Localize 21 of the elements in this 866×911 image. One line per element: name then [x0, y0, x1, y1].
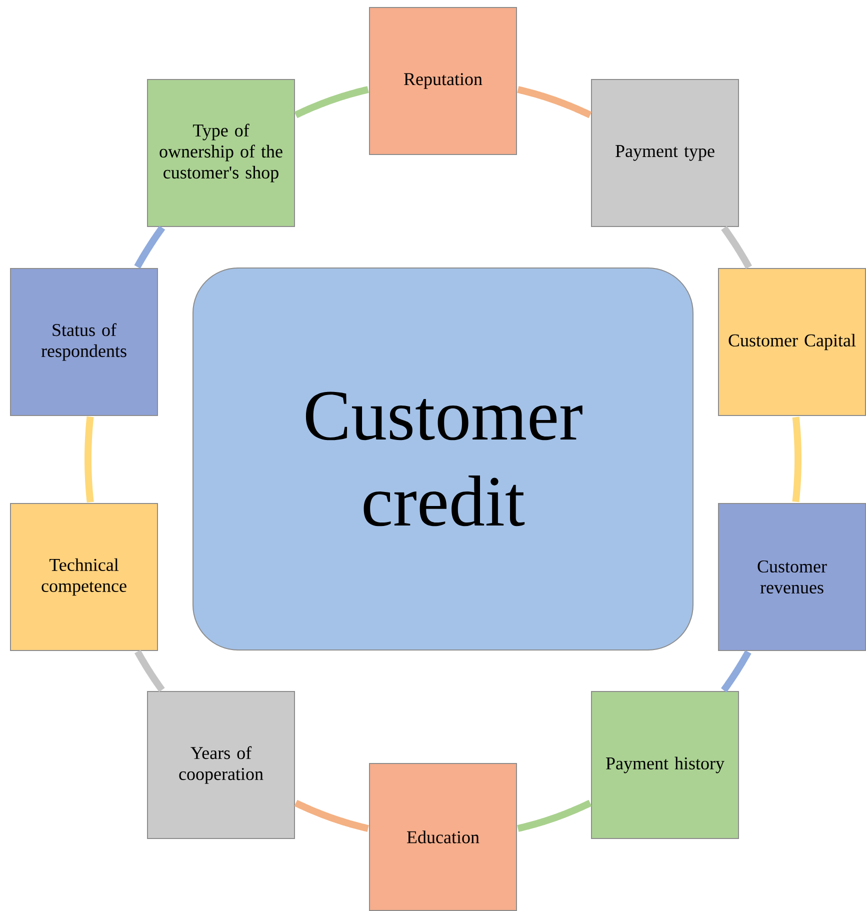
ring-arc: [294, 86, 370, 118]
factor-box: Customer Capital: [718, 268, 866, 416]
factor-box: Years of cooperation: [147, 691, 295, 839]
center-box: Customer credit: [192, 268, 694, 650]
ring-arc: [516, 800, 592, 832]
factor-box: Reputation: [369, 7, 517, 155]
ring-arc: [294, 800, 369, 832]
factor-box: Status of respondents: [10, 268, 158, 416]
factor-box: Technical competence: [10, 503, 158, 651]
ring-arc: [134, 224, 166, 269]
ring-arc: [721, 226, 752, 270]
factor-box: Education: [369, 763, 517, 911]
ring-arc: [517, 86, 592, 118]
ring-arc: [134, 650, 165, 692]
factor-box: Payment history: [591, 691, 739, 839]
factor-box: Payment type: [591, 79, 739, 227]
factor-box: Customer revenues: [718, 503, 866, 651]
ring-arc: [720, 650, 752, 694]
factor-box: Type of ownership of the customer's shop: [147, 79, 295, 227]
ring-arc: [792, 416, 802, 502]
ring-arc: [84, 416, 94, 503]
